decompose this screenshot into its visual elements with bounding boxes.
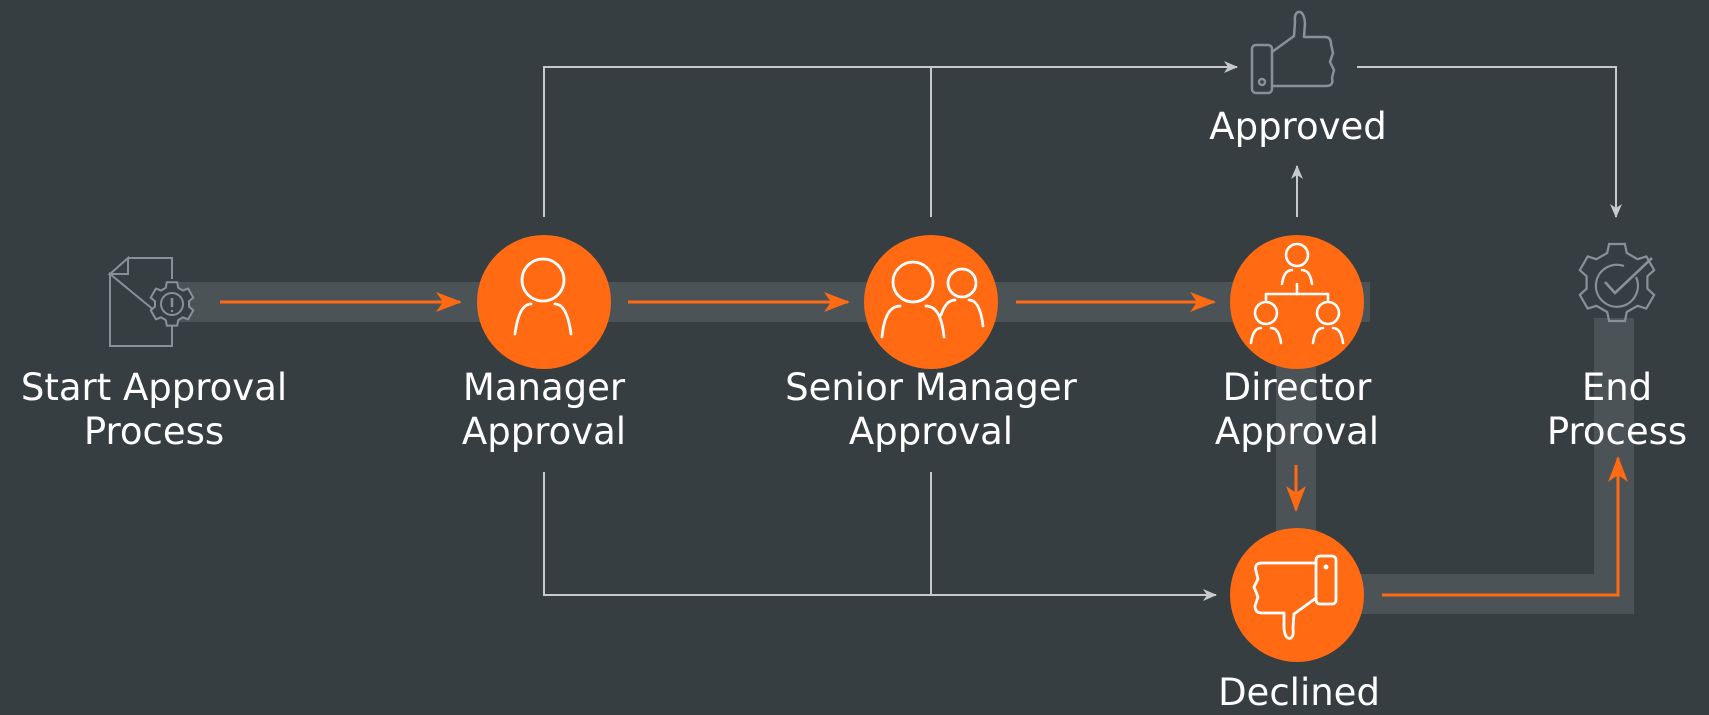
end-label-line2: Process (1546, 410, 1688, 453)
declined-circle (1230, 528, 1364, 662)
senior-label-line1: Senior Manager (785, 366, 1077, 409)
manager-node (477, 235, 611, 369)
gear-check-icon (1578, 242, 1656, 323)
declined-label: Declined (1218, 671, 1380, 714)
end-label: End Process (1547, 366, 1687, 454)
outline-connectors (543, 61, 1622, 601)
org-chart-icon (1249, 242, 1345, 345)
thumbs-down-icon (1252, 554, 1338, 640)
start-label-line2: Process (83, 410, 225, 453)
manager-to-approved-connector (543, 61, 1238, 217)
user-icon (513, 257, 573, 336)
director-label-line1: Director (1222, 366, 1372, 409)
declined-node (1230, 528, 1364, 662)
director-node (1230, 235, 1364, 369)
senior-node (864, 235, 998, 369)
approved-label: Approved (1209, 105, 1387, 148)
document-gear-icon (107, 255, 195, 347)
manager-label-line1: Manager (462, 366, 626, 409)
senior-label: Senior Manager Approval (785, 366, 1077, 454)
director-label-line2: Approval (1214, 410, 1380, 453)
manager-label: Manager Approval (462, 366, 626, 454)
end-label-line1: End (1581, 366, 1653, 409)
senior-circle (864, 235, 998, 369)
end-vertical-track (1594, 318, 1634, 614)
declined-to-end-arrow (1382, 456, 1628, 597)
director-label: Director Approval (1215, 366, 1379, 454)
two-users-icon (880, 260, 985, 339)
start-label: Start Approval Process (21, 366, 287, 454)
director-circle (1230, 235, 1364, 369)
manager-label-line2: Approval (461, 410, 627, 453)
approved-to-end-connector (1357, 66, 1622, 218)
orange-flow-arrows (220, 292, 1628, 597)
thumbs-up-icon (1250, 10, 1336, 95)
manager-to-declined-connector (543, 472, 1217, 601)
start-label-line1: Start Approval (20, 366, 288, 409)
senior-label-line2: Approval (848, 410, 1014, 453)
